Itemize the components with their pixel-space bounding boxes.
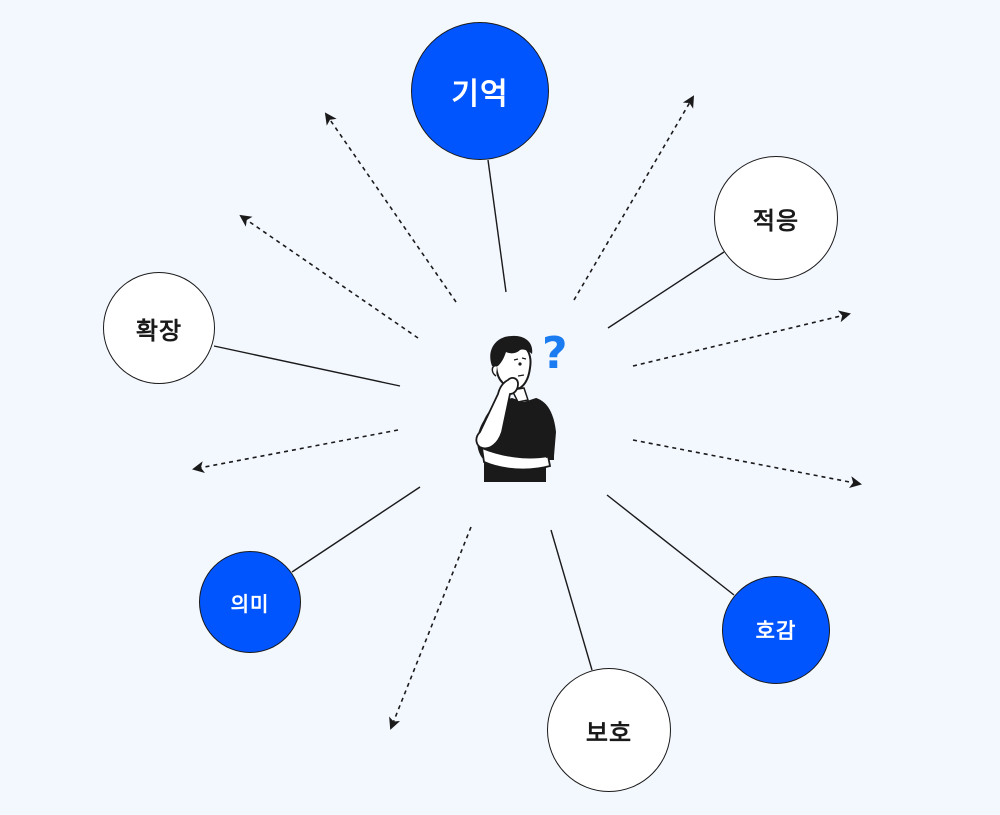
connector-line-memory xyxy=(487,159,507,293)
node-label: 확장 xyxy=(135,316,183,345)
connector-line-adaptation xyxy=(607,251,725,329)
node-label: 의미 xyxy=(230,591,270,616)
node-memory: 기억 xyxy=(411,22,549,160)
connector-line-meaning xyxy=(291,486,421,573)
node-label: 보호 xyxy=(585,718,633,747)
node-protection: 보호 xyxy=(547,668,671,792)
question-mark-icon: ? xyxy=(542,328,568,379)
node-expansion: 확장 xyxy=(103,272,215,384)
dashed-arrow-left-up xyxy=(239,214,419,339)
node-meaning: 의미 xyxy=(199,551,301,653)
dashed-arrow-right-up xyxy=(632,310,851,367)
dashed-arrow-left-down xyxy=(192,429,399,474)
node-adaptation: 적응 xyxy=(714,156,838,280)
dashed-arrows xyxy=(192,95,862,730)
dashed-arrow-down-left xyxy=(389,526,472,730)
solid-connectors xyxy=(213,159,735,671)
dashed-arrow-up-right xyxy=(573,95,695,301)
connector-line-liking xyxy=(606,494,735,596)
node-label: 적응 xyxy=(752,206,800,235)
node-label: 기억 xyxy=(451,77,509,112)
dashed-arrow-right-down xyxy=(632,439,862,488)
dashed-arrow-up-left xyxy=(324,112,457,303)
node-liking: 호감 xyxy=(722,576,830,684)
connector-line-expansion xyxy=(213,345,401,387)
connector-line-protection xyxy=(550,529,593,671)
thinking-person-icon: ? xyxy=(462,332,592,492)
node-label: 호감 xyxy=(755,619,797,643)
